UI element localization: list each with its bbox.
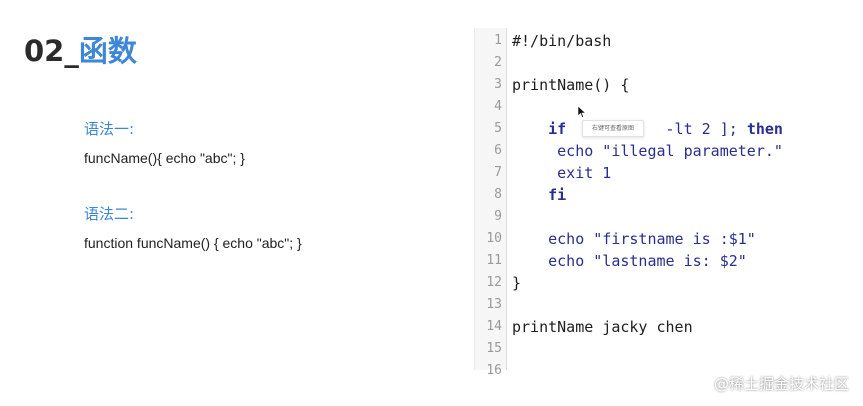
slide-title: 02_函数 bbox=[24, 28, 137, 70]
line-number: 1 bbox=[494, 33, 502, 48]
line-code: echo "lastname is: $2" bbox=[512, 250, 747, 272]
line-code: exit 1 bbox=[512, 162, 611, 184]
code-token: printName() { bbox=[512, 76, 630, 94]
line-code: if -lt 2 ]; then bbox=[512, 118, 783, 140]
code-token: printName jacky chen bbox=[512, 318, 693, 336]
line-code: printName jacky chen bbox=[512, 316, 693, 338]
code-line: 15 bbox=[475, 338, 849, 360]
line-code: echo "illegal parameter." bbox=[512, 140, 783, 162]
code-token: echo "lastname is: $2" bbox=[548, 252, 747, 270]
line-number: 2 bbox=[494, 55, 502, 70]
line-number: 10 bbox=[486, 231, 502, 246]
line-code: } bbox=[512, 272, 521, 294]
mouse-cursor-icon bbox=[577, 105, 587, 118]
code-line: 2 bbox=[475, 52, 849, 74]
code-line: 5 if -lt 2 ]; then bbox=[475, 118, 849, 140]
line-number: 4 bbox=[494, 99, 502, 114]
code-line: 9 bbox=[475, 206, 849, 228]
syntax-one-label: 语法一: bbox=[84, 120, 135, 138]
code-line: 16 bbox=[475, 360, 849, 382]
code-keyword: if bbox=[548, 120, 567, 138]
line-number: 12 bbox=[486, 275, 502, 290]
code-line: 4 bbox=[475, 96, 849, 118]
line-number: 11 bbox=[486, 253, 502, 268]
code-token bbox=[512, 120, 548, 138]
line-code: #!/bin/bash bbox=[512, 30, 611, 52]
code-token: echo "illegal parameter." bbox=[557, 142, 783, 160]
code-token: -lt 2 ]; bbox=[665, 120, 747, 138]
line-number: 8 bbox=[494, 187, 502, 202]
code-token bbox=[512, 230, 548, 248]
line-code: echo "firstname is :$1" bbox=[512, 228, 756, 250]
code-token: exit 1 bbox=[557, 164, 612, 182]
code-line: 12} bbox=[475, 272, 849, 294]
code-line: 11 echo "lastname is: $2" bbox=[475, 250, 849, 272]
line-number: 6 bbox=[494, 143, 502, 158]
code-token bbox=[512, 252, 548, 270]
line-number: 9 bbox=[494, 209, 502, 224]
view-original-tooltip: 右键可查看原图 bbox=[582, 120, 644, 137]
title-prefix: 02_ bbox=[24, 34, 79, 68]
code-token bbox=[512, 142, 557, 160]
syntax-one-code: funcName(){ echo "abc"; } bbox=[84, 150, 245, 166]
code-token: #!/bin/bash bbox=[512, 32, 612, 50]
line-number: 15 bbox=[486, 341, 502, 356]
code-line: 13 bbox=[475, 294, 849, 316]
code-line: 8 fi bbox=[475, 184, 849, 206]
line-number: 14 bbox=[486, 319, 502, 334]
code-line: 7 exit 1 bbox=[475, 162, 849, 184]
line-number: 3 bbox=[494, 77, 502, 92]
code-token bbox=[512, 186, 548, 204]
code-editor[interactable]: 1 #!/bin/bash 2 3 printName() { 4 5 if -lt 2 ]… bbox=[474, 28, 849, 378]
title-accent: 函数 bbox=[78, 34, 137, 68]
syntax-two-code: function funcName() { echo "abc"; } bbox=[84, 235, 302, 251]
line-number: 16 bbox=[486, 363, 502, 378]
syntax-two-label: 语法二: bbox=[84, 205, 135, 223]
code-line: 10 echo "firstname is :$1" bbox=[475, 228, 849, 250]
code-token: } bbox=[512, 274, 522, 292]
code-token bbox=[512, 164, 557, 182]
code-line: 3 printName() { bbox=[475, 74, 849, 96]
code-line: 6 echo "illegal parameter." bbox=[475, 140, 849, 162]
line-code: fi bbox=[512, 184, 566, 206]
line-number: 7 bbox=[494, 165, 502, 180]
code-line: 1 #!/bin/bash bbox=[475, 30, 849, 52]
code-keyword: fi bbox=[548, 186, 567, 204]
line-code: printName() { bbox=[512, 74, 629, 96]
watermark: @稀土掘金技术社区 bbox=[713, 375, 849, 393]
code-token: echo "firstname is :$1" bbox=[548, 230, 756, 248]
code-line: 14 printName jacky chen bbox=[475, 316, 849, 338]
line-number-gutter bbox=[475, 28, 507, 370]
code-keyword: then bbox=[746, 120, 783, 138]
line-number: 5 bbox=[494, 121, 502, 136]
line-number: 13 bbox=[486, 297, 502, 312]
